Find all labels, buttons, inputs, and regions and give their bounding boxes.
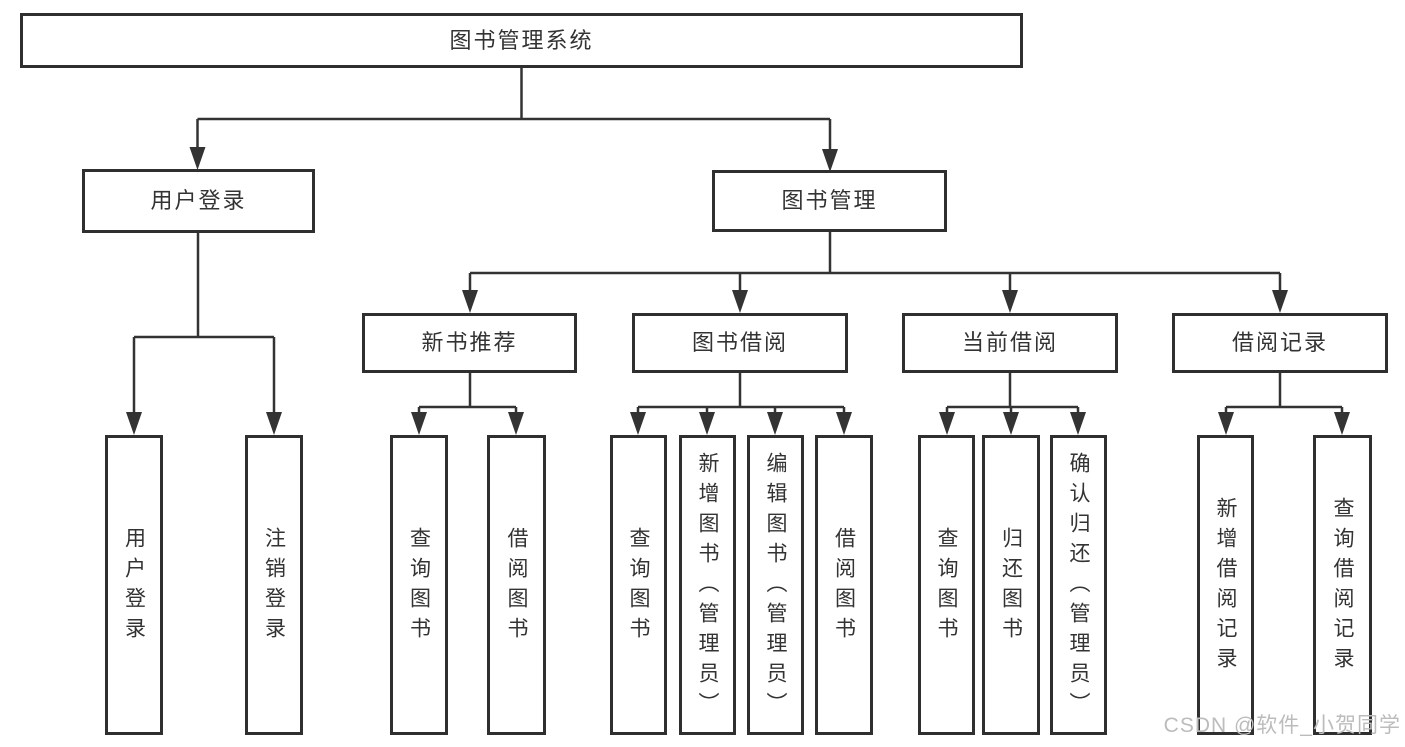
- node-leaf-edit-book-admin: 编辑图书（管理员）: [747, 435, 804, 735]
- node-new-book-recommend: 新书推荐: [362, 313, 577, 373]
- node-leaf-borrow-book-2: 借阅图书: [815, 435, 873, 735]
- node-current-borrow: 当前借阅: [902, 313, 1118, 373]
- node-leaf-return-book: 归还图书: [982, 435, 1040, 735]
- node-library-management-system: 图书管理系统: [20, 13, 1023, 68]
- node-leaf-user-login: 用户登录: [105, 435, 163, 735]
- node-leaf-confirm-return-admin: 确认归还（管理员）: [1050, 435, 1107, 735]
- node-book-management: 图书管理: [712, 170, 947, 232]
- node-leaf-query-book-1: 查询图书: [390, 435, 448, 735]
- node-leaf-query-book-2: 查询图书: [610, 435, 667, 735]
- node-leaf-add-borrow-record: 新增借阅记录: [1197, 435, 1254, 735]
- node-leaf-add-book-admin: 新增图书（管理员）: [679, 435, 736, 735]
- node-borrow-records: 借阅记录: [1172, 313, 1388, 373]
- csdn-watermark: CSDN @软件_小贺同学: [1163, 714, 1401, 737]
- node-book-borrow: 图书借阅: [632, 313, 848, 373]
- node-user-login: 用户登录: [82, 169, 315, 233]
- node-leaf-borrow-book-1: 借阅图书: [487, 435, 546, 735]
- node-leaf-query-borrow-record: 查询借阅记录: [1313, 435, 1372, 735]
- node-leaf-query-book-3: 查询图书: [918, 435, 975, 735]
- node-leaf-logout: 注销登录: [245, 435, 303, 735]
